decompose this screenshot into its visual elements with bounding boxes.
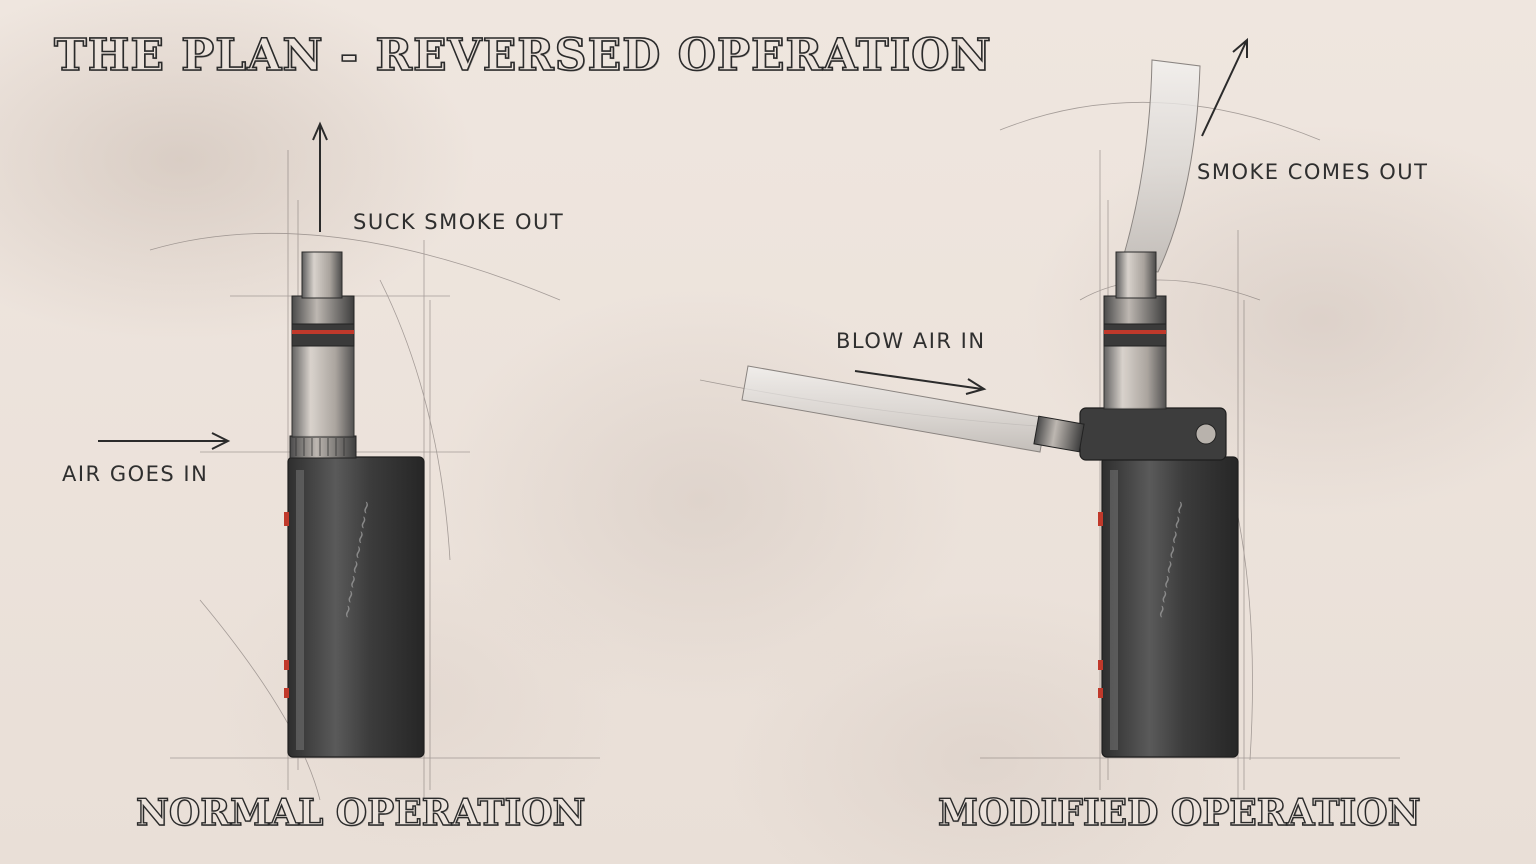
tube-connector [1033, 415, 1085, 453]
fire-button-highlight [284, 512, 289, 526]
blow-air-in-arrow [854, 370, 987, 395]
drip-tip [301, 251, 343, 299]
air-inlet-tube [741, 365, 1047, 453]
suck-smoke-out-arrow [312, 121, 328, 232]
suck-smoke-out-label: SUCK SMOKE OUT [353, 210, 565, 234]
normal-operation-caption: NORMAL OPERATION [135, 791, 586, 834]
blow-air-in-label: BLOW AIR IN [836, 329, 986, 353]
modified-operation-caption: MODIFIED OPERATION [937, 791, 1421, 834]
modified-vape-device: ~~~~~~~~ [741, 59, 1239, 758]
air-goes-in-label: AIR GOES IN [62, 462, 209, 486]
tank-red-ring [292, 330, 354, 334]
atomizer-base [289, 435, 357, 459]
page-title: THE PLAN - REVERSED OPERATION [53, 29, 992, 82]
air-goes-in-arrow [98, 432, 231, 450]
smoke-comes-out-arrow [1201, 37, 1248, 137]
tank-top-cap [291, 295, 355, 325]
glass-tank [291, 344, 355, 438]
smoke-comes-out-label: SMOKE COMES OUT [1197, 160, 1429, 184]
normal-vape-device: ~~~~~~~~ [284, 251, 425, 758]
adapter-screw [1195, 423, 1217, 445]
glass-tank-modified [1103, 344, 1167, 410]
smoke-exit-tube [1119, 59, 1201, 273]
